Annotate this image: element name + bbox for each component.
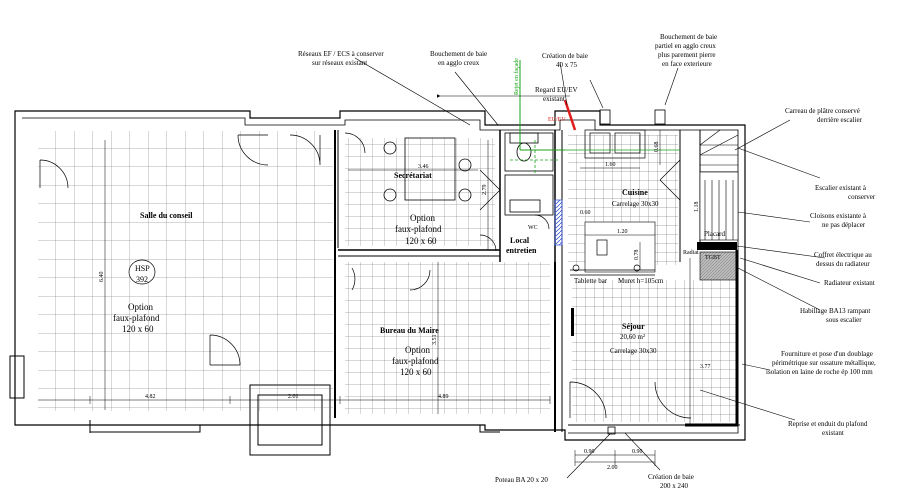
room-local-1: Local [510, 236, 530, 245]
note-reseaux-2: sur réseaux existant [312, 59, 367, 67]
option-secr-1: Option [410, 213, 436, 223]
dim-060: 0.60 [580, 210, 591, 216]
note-bouch-partiel-2: partiel en agglo creux [655, 42, 716, 50]
room-bureau-maire: Bureau du Maire [380, 326, 439, 335]
note-reprise-2: existant [822, 429, 844, 437]
option-bureau-1: Option [405, 345, 431, 355]
room-local-2: entretien [506, 246, 537, 255]
placard-label: Placard [704, 230, 725, 238]
option-bureau-3: 120 x 60 [400, 367, 432, 377]
room-cuisine: Cuisine [622, 188, 648, 197]
note-reseaux-1: Réseaux EF / ECS à conserver [298, 50, 384, 58]
hsp-label: HSP [135, 264, 150, 273]
option-bureau-2: faux-plafond [392, 356, 439, 366]
note-escalier-1: Escalier existant à [815, 184, 867, 192]
dim-346: 3.46 [418, 164, 429, 170]
note-cloisons-1: Cloisons existante à [810, 212, 867, 220]
option-salle-1: Option [128, 302, 154, 312]
tablette-bar: Tablette bar [574, 277, 608, 285]
sejour-grid [572, 280, 736, 422]
note-carreau-2: derrière escalier [817, 116, 863, 124]
dim-118: 1.18 [694, 202, 700, 213]
salle-conseil-grid [38, 131, 333, 411]
note-eu-ev: EU/EV [548, 117, 566, 123]
note-regard-2: existant [543, 95, 565, 103]
bureau-grid [345, 262, 550, 414]
left-pillar [9, 355, 25, 399]
sejour-carrelage: Carrelage 30x30 [610, 347, 657, 355]
dim-160: 1.60 [605, 162, 616, 168]
dim-090a: 0.90 [584, 449, 595, 455]
room-salle-conseil: Salle du conseil [140, 211, 193, 220]
note-fourniture-1: Fourniture et pose d'un doublage [781, 350, 873, 358]
cuisine-carrelage: Carrelage 30x30 [612, 200, 659, 208]
note-habillage-2: sous escalier [826, 316, 862, 324]
dim-120: 1.20 [617, 229, 628, 235]
note-bouchement-2: en agglo creux [438, 59, 480, 67]
entrance-porch [89, 384, 500, 456]
dim-640: 6.40 [99, 272, 105, 283]
note-creation-baie-1: Création de baie [542, 52, 588, 60]
coffret-electrique [697, 242, 737, 250]
kitchen-counter [570, 129, 655, 276]
note-reprise-1: Reprise et enduit du plafond [788, 420, 868, 428]
note-bouch-partiel-3: plus parement pierre [658, 51, 716, 59]
doublage [685, 250, 739, 427]
muret-label: Muret h=105cm [618, 277, 664, 285]
secretariat-furniture [383, 137, 472, 202]
note-coffret-2: dessus du radiateur [816, 260, 870, 268]
dim-489: 4.89 [438, 394, 449, 400]
radiat-label: Radiat [683, 250, 699, 256]
dim-068: 0.68 [654, 142, 660, 153]
radiator-sejour [571, 308, 574, 336]
option-secr-2: faux-plafond [395, 224, 442, 234]
note-bouch-partiel-4: en face exterieure [662, 60, 712, 68]
note-fourniture-3: isolation en laine de roche ép 100 mm [766, 368, 873, 376]
note-bouchement-1: Bouchement de baie [430, 50, 487, 58]
tgbt-label: TGBT [705, 255, 721, 261]
dim-377: 3.77 [700, 364, 711, 370]
option-salle-2: faux-plafond [113, 313, 160, 323]
leader-lines [354, 57, 826, 479]
room-sejour: Séjour [622, 322, 645, 331]
note-bouch-partiel-1: Bouchement de baie [660, 33, 717, 41]
note-habillage-1: Habillage BA13 rampant [800, 307, 870, 315]
dim-078: 0.78 [634, 250, 640, 261]
note-coffret-1: Coffret électrique au [814, 251, 872, 259]
dim-482: 4.82 [145, 394, 156, 400]
poteau-ba [607, 426, 616, 435]
hsp-value: 392 [136, 275, 148, 284]
dim-201: 2.01 [288, 394, 299, 400]
wc-label: WC [528, 225, 538, 231]
note-creation-bas-2: 200 x 240 [660, 482, 689, 490]
wc-area [504, 132, 563, 246]
note-regard-1: Regard EU/EV [535, 86, 578, 94]
dim-200: 2.00 [607, 465, 618, 471]
stairs [699, 129, 739, 240]
option-secr-3: 120 x 60 [405, 236, 437, 246]
note-escalier-2: conserver [848, 193, 876, 201]
column-top-2 [654, 109, 666, 125]
note-carreau-1: Carreau de plâtre conservé [785, 107, 860, 115]
hsp-bubble [128, 259, 156, 285]
column-top-1 [599, 109, 611, 125]
dim-351: 3.51 [432, 335, 438, 346]
note-creation-baie-2: 40 x 75 [556, 61, 578, 69]
doors [39, 132, 692, 419]
note-radiateur: Radiateur existant [824, 279, 875, 287]
note-cloisons-2: ne pas déplacer [822, 221, 866, 229]
note-poteau: Poteau BA 20 x 20 [495, 476, 548, 484]
note-rejet: Rejet en façade [513, 58, 520, 95]
dim-090b: 0.90 [632, 449, 643, 455]
note-fourniture-2: périmétrique sur ossature métallique, [772, 359, 876, 367]
room-secretariat: Secrétariat [394, 171, 432, 180]
dimension-lines [38, 130, 691, 466]
sejour-area: 20,60 m² [620, 333, 645, 341]
dim-279: 2.79 [482, 185, 488, 196]
note-creation-bas-1: Création de baie [648, 473, 694, 481]
network-lines [510, 60, 680, 175]
option-salle-3: 120 x 60 [122, 324, 154, 334]
